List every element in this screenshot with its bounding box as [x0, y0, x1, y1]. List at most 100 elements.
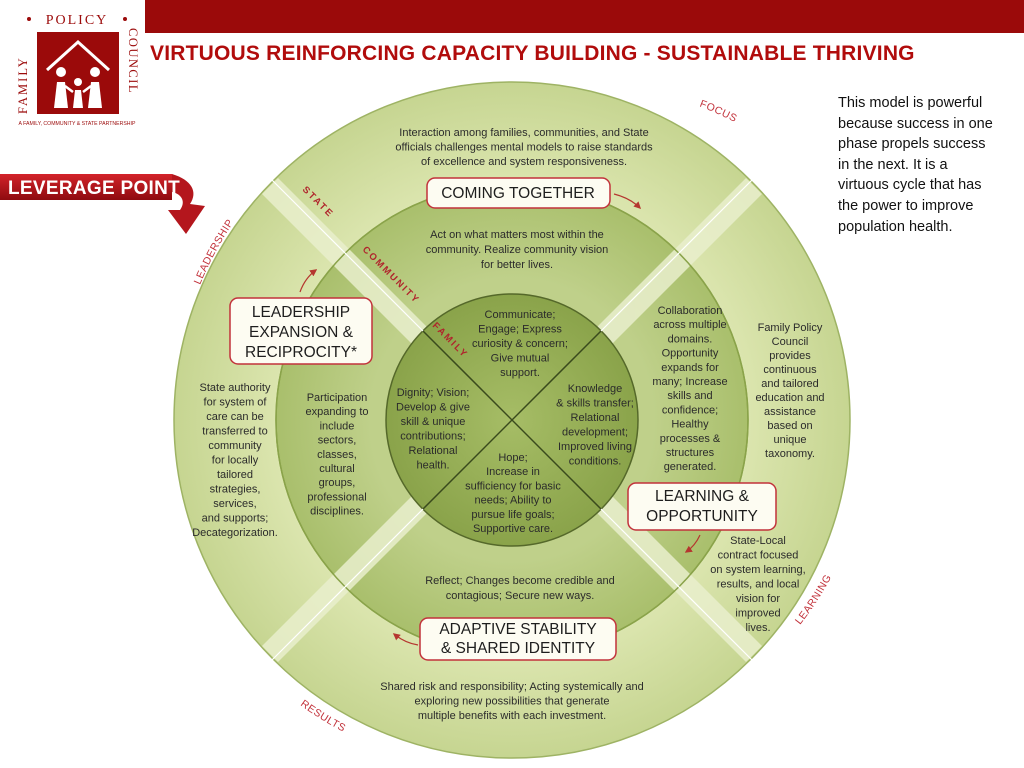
text-line: curiosity & concern; [472, 338, 568, 350]
tb-outer-top-lines: Interaction among families, communities,… [395, 127, 653, 168]
phase-learning: LEARNING &OPPORTUNITY [627, 482, 777, 531]
page-title: VIRTUOUS REINFORCING CAPACITY BUILDING -… [150, 42, 915, 65]
text-line: classes, [317, 449, 357, 461]
text-line: services, [213, 498, 256, 510]
text-line: Family Policy [758, 322, 823, 334]
text-line: exploring new possibilities that generat… [414, 696, 609, 708]
text-line: Improved living [558, 441, 632, 453]
family-policy-council-logo: POLICY FAMILY COUNCIL A FAMILY, COMMUNIT… [13, 10, 141, 130]
text-line: needs; Ability to [474, 495, 551, 507]
text-line: on system learning, [710, 564, 805, 576]
svg-text:ADAPTIVE STABILITY& SHARED IDE: ADAPTIVE STABILITY& SHARED IDENTITY [439, 621, 596, 657]
text-line: Dignity; Vision; [397, 387, 470, 399]
text-line: support. [500, 367, 540, 379]
text-line: Knowledge [568, 383, 622, 395]
text-line: Council [772, 336, 809, 348]
tb-in-bottom-lines: Hope; Increase in sufficiency for basic nee… [465, 452, 561, 535]
svg-text:FAMILY: FAMILY [16, 56, 30, 114]
svg-text:LEVERAGE POINT: LEVERAGE POINT [8, 178, 180, 199]
text-line: Reflect; Changes become credible and [425, 575, 615, 587]
middle-bottom-text: Reflect; Changes become credible and cont… [425, 575, 615, 602]
text-line: lives. [745, 622, 770, 634]
text-line: Interaction among families, communities,… [399, 127, 648, 139]
text-line: confidence; [662, 404, 718, 416]
cycle-arrow-2 [299, 269, 318, 293]
text-line: Shared risk and responsibility; Acting s… [380, 681, 644, 693]
text-line: Give mutual [491, 353, 550, 365]
text-line: results, and local [717, 579, 800, 591]
text-line: Supportive care. [473, 523, 553, 535]
text-line: pursue life goals; [471, 509, 554, 521]
text-line: sectors, [318, 435, 357, 447]
tb-outer-bottom-lines: Shared risk and responsibility; Acting s… [380, 681, 644, 722]
side-note: This model is powerful because success i… [838, 95, 993, 235]
text-line: and tailored [761, 378, 819, 390]
text-line: Increase in [486, 466, 540, 478]
text-line: Relational [409, 445, 458, 457]
svg-text:A FAMILY, COMMUNITY & STATE PA: A FAMILY, COMMUNITY & STATE PARTNERSHIP [19, 121, 136, 127]
text-line: community [208, 440, 262, 452]
phase-coming-together: COMING TOGETHER [426, 177, 611, 209]
text-line: disciplines. [310, 506, 364, 518]
text-line: contagious; Secure new ways. [446, 590, 595, 602]
tb-mid-bottom-lines: Reflect; Changes become credible and cont… [425, 575, 615, 602]
tb-in-top-lines: Communicate; Engage; Express curiosity & c… [472, 309, 568, 379]
outer-top-text: Interaction among families, communities,… [395, 127, 653, 168]
text-line: officials challenges mental models to ra… [395, 142, 653, 154]
text-line: skill & unique [401, 416, 466, 428]
text-line: Communicate; [485, 309, 556, 321]
text-line: domains. [668, 333, 713, 345]
text-line: generated. [664, 461, 717, 473]
text-line: community. Realize community vision [426, 244, 609, 256]
text-line: Hope; [498, 452, 527, 464]
cycle-arrow-3 [684, 534, 701, 553]
text-line: processes & [660, 433, 721, 445]
header-bar [145, 0, 1024, 33]
text-line: transferred to [202, 426, 267, 438]
leverage-point-banner: LEVERAGE POINT [0, 174, 205, 234]
text-line: Engage; Express [478, 324, 562, 336]
text-line: conditions. [569, 456, 622, 468]
svg-text:LEARNING &OPPORTUNITY: LEARNING &OPPORTUNITY [646, 488, 758, 525]
text-line: Decategorization. [192, 527, 278, 539]
text-line: structures [666, 447, 715, 459]
text-line: expands for [661, 362, 719, 374]
text-line: cultural [319, 463, 354, 475]
text-line: Opportunity [662, 348, 719, 360]
text-line: sufficiency for basic [465, 480, 561, 492]
text-line: care can be [206, 411, 263, 423]
text-line: State-Local [730, 535, 786, 547]
outer-bottom-text: Shared risk and responsibility; Acting s… [380, 681, 644, 722]
phase-adaptive: ADAPTIVE STABILITY& SHARED IDENTITY [419, 617, 617, 661]
text-line: multiple benefits with each investment. [418, 710, 606, 722]
text-line: assistance [764, 406, 816, 418]
text-line: unique [773, 434, 806, 446]
text-line: vision for [736, 593, 780, 605]
text-line: Healthy [671, 419, 709, 431]
text-line: of excellence and system responsiveness. [421, 156, 627, 168]
text-line: Relational [571, 412, 620, 424]
text-line: professional [307, 491, 366, 503]
inner-bottom-text: Hope; Increase in sufficiency for basic nee… [465, 452, 561, 535]
text-line: for system of [204, 397, 268, 409]
text-line: expanding to [306, 406, 369, 418]
text-line: across multiple [653, 319, 726, 331]
cycle-arrow-1 [613, 193, 642, 210]
text-line: for better lives. [481, 259, 553, 271]
